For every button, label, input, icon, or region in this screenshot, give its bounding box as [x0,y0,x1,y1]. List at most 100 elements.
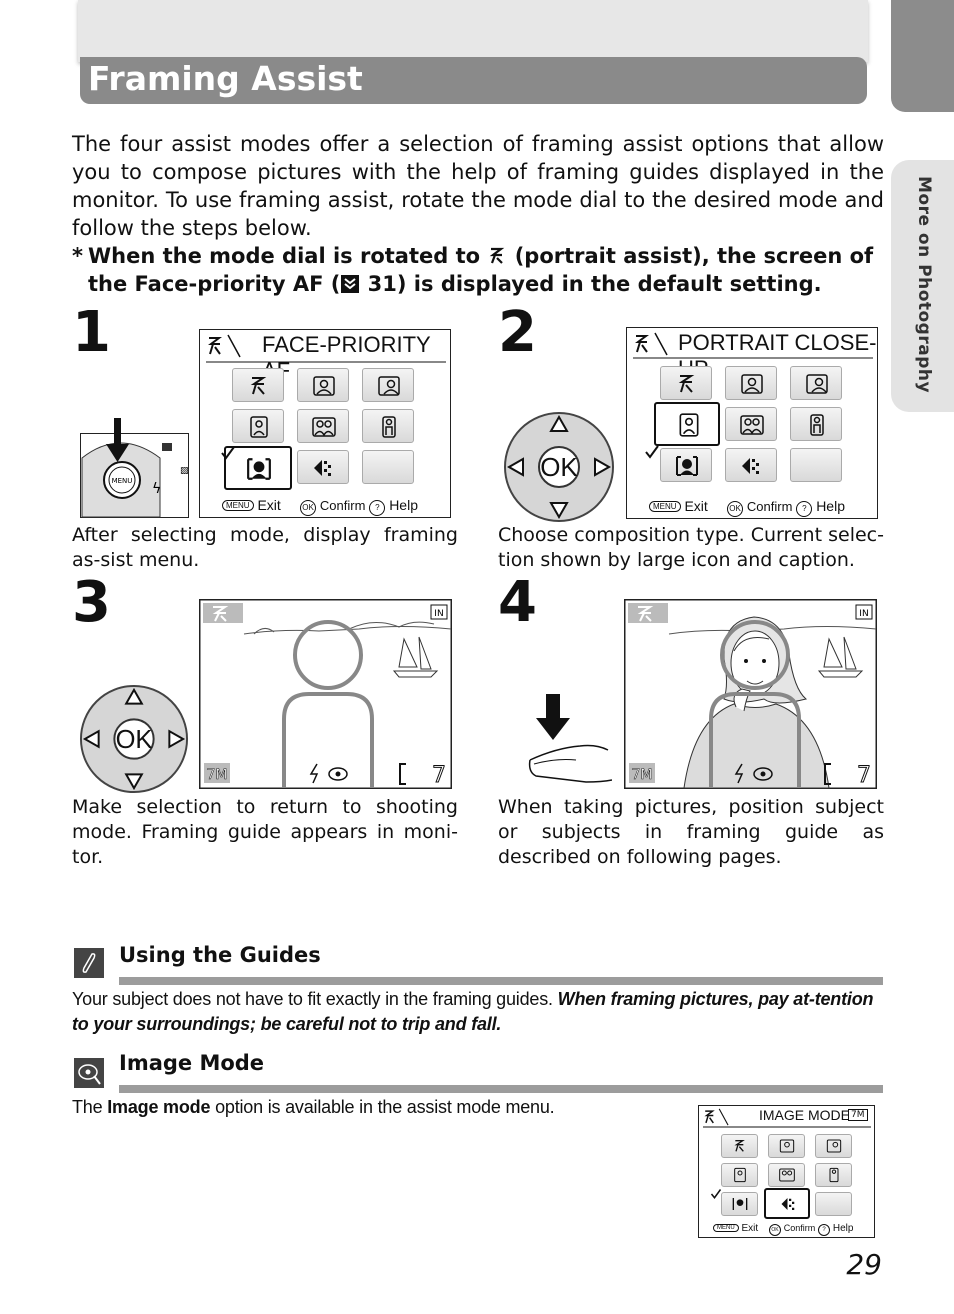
multi-selector-dial[interactable]: OK [503,411,615,523]
portrait-assist-icon [250,377,267,395]
portrait-frame-icon [734,1167,746,1183]
menu-badge: MENU [713,1224,739,1232]
menu-option-portrait-assist[interactable] [660,366,712,400]
menu-option-portrait-close[interactable] [721,1163,758,1187]
exit-label: Exit [257,497,281,513]
portrait-assist-icon [490,247,505,264]
image-mode-rule [119,1085,883,1093]
couple-portrait-icon [779,1168,795,1182]
framing-guide-monitor: IN 7M 7 [199,599,452,789]
menu-option-face-priority[interactable] [224,446,292,490]
face-priority-icon [732,1198,748,1210]
chapter-tab [891,160,954,412]
menu-option-face-priority[interactable] [660,448,712,482]
help-badge: ? [369,500,386,516]
menu-option-blank[interactable] [362,450,414,484]
note-asterisk: * [72,244,83,268]
face-priority-icon [247,458,271,480]
step-2-caption: Choose composition type. Current selec-t… [498,524,884,571]
guides-text-plain: Your subject does not have to fit exactl… [72,989,553,1009]
menu-option-portrait-right[interactable] [362,368,414,402]
menu-option-landscape[interactable] [725,366,777,400]
note-text-2: (portrait assist), the screen of the Fac… [88,244,874,296]
menu-option-figure[interactable] [790,407,842,441]
menu-option-figure[interactable] [362,409,414,443]
menu-option-couple[interactable] [725,407,777,441]
screen-footer: MENU Exit OK Confirm ? Help [627,496,877,518]
frames-remaining: 7 [857,763,871,788]
menu-option-portrait-close[interactable] [232,409,284,443]
manual-reference-icon [341,275,360,293]
portrait-frame-icon [826,1139,842,1153]
menu-option-image-mode[interactable] [764,1188,810,1219]
divider [206,361,446,363]
portrait-frame-icon [250,416,268,438]
intro-paragraph: The four assist modes offer a selection … [72,132,884,240]
menu-option-couple[interactable] [297,409,349,443]
title-bar [80,57,867,104]
default-setting-note: * When the mode dial is rotated to (port… [72,242,884,298]
checkmark-icon [221,446,235,460]
guides-text-warning: When framing pictures, pay at-tention to… [72,989,874,1034]
svg-text:ϟ: ϟ [152,481,161,497]
image-mode-text-post: option is available in the assist mode m… [215,1097,555,1117]
menu-option-figure[interactable] [815,1163,852,1187]
help-badge: ? [818,1224,831,1236]
multi-selector-dial[interactable]: OK [79,684,189,794]
menu-option-image-mode[interactable] [725,448,777,482]
step-4-number: 4 [498,570,537,635]
menu-option-face-priority[interactable] [721,1192,758,1216]
ok-label: OK [540,452,578,482]
menu-option-landscape[interactable] [297,368,349,402]
ok-badge: OK [769,1224,781,1236]
menu-option-landscape[interactable] [768,1134,805,1158]
step-2-number: 2 [498,300,537,365]
menu-option-portrait-assist[interactable] [721,1134,758,1158]
camera-settings-icon [74,1058,104,1088]
portrait-assist-icon [734,1140,745,1152]
face-priority-screen: FACE-PRIORITY AF MENU Exit OK Confirm ? … [199,329,451,518]
portrait-close-up-screen: PORTRAIT CLOSE-UP MENU Exit OK Confirm ?… [626,327,878,519]
svg-text:▨: ▨ [180,466,189,476]
menu-option-image-mode[interactable] [297,450,349,484]
portrait-frame-icon [313,376,335,396]
image-mode-text: The Image mode option is available in th… [72,1095,672,1120]
guides-title: Using the Guides [119,943,321,967]
full-figure-icon [382,416,396,438]
note-text-3: 31) is displayed in the default setting. [367,272,822,296]
note-text-1: When the mode dial is rotated to [88,244,481,268]
confirm-label: Confirm [746,499,793,514]
image-mode-icon [314,460,331,476]
note-icon [74,948,104,978]
full-figure-icon [810,414,824,436]
help-label: Help [816,498,845,514]
menu-option-portrait-right[interactable] [790,366,842,400]
image-mode-screen: IMAGE MODE 7M MENU Exit OK Confirm ? Hel… [698,1105,875,1238]
menu-option-portrait-assist[interactable] [232,368,284,402]
portrait-assist-icon [208,334,241,358]
face-priority-icon [676,456,698,476]
step-3-number: 3 [72,570,111,635]
couple-portrait-icon [740,415,764,435]
ok-badge: OK [727,501,743,517]
menu-option-portrait-right[interactable] [815,1134,852,1158]
image-size-badge: 7M [632,767,653,783]
step-1-number: 1 [72,300,111,365]
image-mode-icon [742,458,759,474]
menu-option-couple[interactable] [768,1163,805,1187]
portrait-frame-icon [779,1139,795,1153]
menu-badge: MENU [222,500,254,511]
exit-label: Exit [684,498,708,514]
menu-option-blank[interactable] [815,1192,852,1216]
chapter-tab-label: More on Photography [914,176,934,394]
menu-badge: MENU [649,501,681,512]
menu-option-blank[interactable] [790,448,842,482]
in-badge: IN [434,609,443,619]
exit-label: Exit [741,1223,759,1234]
step-4-caption: When taking pictures, position subject o… [498,796,884,868]
divider [633,357,873,359]
full-figure-icon [829,1167,839,1183]
page-number: 29 [846,1248,882,1281]
menu-option-portrait-close[interactable] [654,402,720,446]
portrait-frame-icon [679,413,699,437]
